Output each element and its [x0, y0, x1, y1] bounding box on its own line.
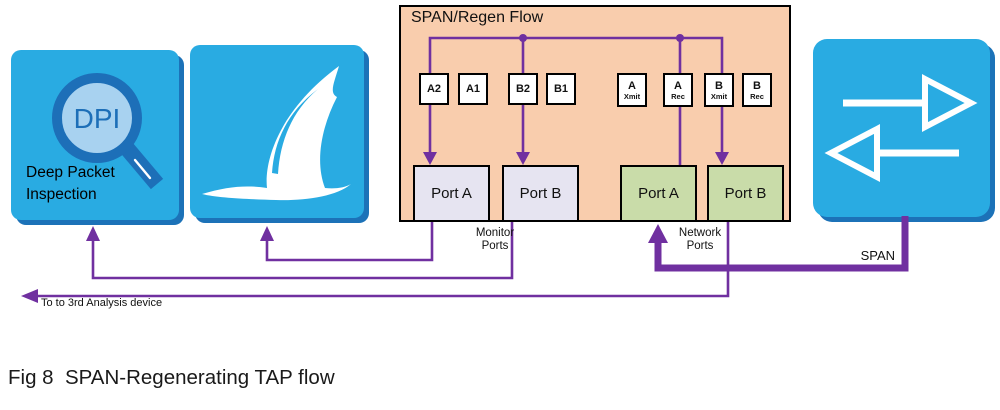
jack-a-rec: A Rec — [663, 73, 693, 107]
arrowhead-up-dpi — [86, 226, 100, 241]
jack-label: A1 — [465, 83, 481, 95]
arrowhead-down-porta — [423, 152, 437, 165]
magnifier-icon: DPI — [52, 73, 164, 190]
arrowhead-left-third-device — [21, 289, 38, 303]
wireshark-fin-icon — [202, 66, 351, 201]
jack-a2: A2 — [419, 73, 449, 105]
monitor-port-a: Port A — [413, 165, 490, 222]
network-port-a: Port A — [620, 165, 697, 222]
port-label: Port B — [724, 185, 767, 202]
arrowhead-down-portb-net — [715, 152, 729, 165]
bus-junction-dot — [519, 34, 527, 42]
arrowhead-up-wireshark — [260, 226, 274, 241]
bus-junction-dot — [676, 34, 684, 42]
span-regen-title: SPAN/Regen Flow — [411, 9, 544, 26]
span-line-label: SPAN — [860, 248, 895, 263]
network-ports-label: Network Ports — [678, 227, 722, 252]
jack-b1: B1 — [546, 73, 576, 105]
arrowhead-down-portb — [516, 152, 530, 165]
bidirectional-arrows-icon — [824, 74, 978, 182]
switch-device-box — [813, 39, 990, 217]
port-label: Port A — [638, 185, 679, 202]
dpi-device-label: Deep Packet Inspection — [26, 164, 115, 203]
monitor-ports-label: Monitor Ports — [475, 227, 515, 252]
arrowhead-up-span — [648, 224, 668, 243]
figure-caption: Fig 8 SPAN-Regenerating TAP flow — [8, 366, 335, 389]
jack-sublabel: Xmit — [710, 91, 728, 101]
jack-b2: B2 — [508, 73, 538, 105]
jack-label: A2 — [426, 83, 442, 95]
jack-b-xmit: B Xmit — [704, 73, 734, 107]
flow-line-span-thick — [654, 216, 909, 272]
jack-label: A — [674, 79, 682, 92]
flow-line-porta-wireshark — [265, 220, 434, 262]
network-port-b: Port B — [707, 165, 784, 222]
dpi-device-box: DPI Deep Packet Inspection — [11, 50, 179, 220]
jack-label: B2 — [515, 83, 531, 95]
port-label: Port A — [431, 185, 472, 202]
jack-label: B — [753, 79, 761, 92]
wireshark-device-box — [190, 45, 364, 218]
jack-sublabel: Rec — [671, 91, 685, 101]
port-label: Port B — [519, 185, 562, 202]
dpi-icon-text: DPI — [74, 103, 121, 134]
jack-sublabel: Rec — [750, 91, 764, 101]
jack-label: A — [628, 79, 636, 92]
third-device-label: To to 3rd Analysis device — [41, 297, 163, 309]
jack-label: B — [715, 79, 723, 92]
flow-line-portb-dpi — [91, 220, 514, 280]
jack-sublabel: Xmit — [623, 91, 641, 101]
jack-label: B1 — [553, 83, 569, 95]
flow-line-portb-third-device — [38, 220, 730, 298]
jack-b-rec: B Rec — [742, 73, 772, 107]
jack-a-xmit: A Xmit — [617, 73, 647, 107]
monitor-port-b: Port B — [502, 165, 579, 222]
jack-a1: A1 — [458, 73, 488, 105]
